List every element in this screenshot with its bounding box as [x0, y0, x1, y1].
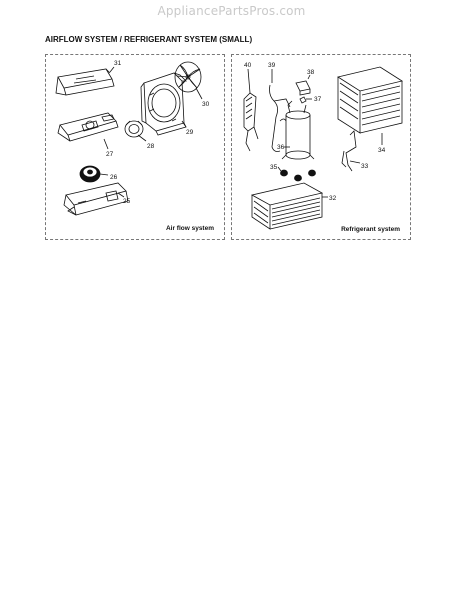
- part-34-coil: [336, 66, 404, 134]
- part-32-condenser: [250, 182, 324, 230]
- part-31-shroud: [55, 68, 115, 96]
- part-number-28: 28: [147, 143, 155, 150]
- part-40-tube-assembly: [243, 92, 259, 152]
- part-number-38: 38: [307, 69, 315, 76]
- part-number-34: 34: [378, 147, 386, 154]
- part-number-26: 26: [110, 174, 118, 181]
- part-30-fan-blade: [174, 61, 202, 93]
- part-number-30: 30: [202, 101, 210, 108]
- part-number-25: 25: [123, 198, 131, 205]
- part-number-27: 27: [106, 151, 114, 158]
- part-25-base-pan: [63, 182, 129, 216]
- airflow-diagram: 31 30 29 28 27 26 25: [55, 60, 210, 216]
- part-35-grommets: [280, 169, 316, 182]
- part-number-31: 31: [114, 60, 122, 67]
- part-number-36: 36: [277, 144, 285, 151]
- part-number-35: 35: [270, 164, 278, 171]
- part-number-29: 29: [186, 129, 194, 136]
- part-number-32: 32: [329, 195, 337, 202]
- part-29-fan-housing: [140, 72, 187, 136]
- watermark: AppliancePartsPros.com: [157, 4, 306, 18]
- part-number-40: 40: [244, 62, 252, 69]
- part-27-base-bracket: [57, 112, 119, 142]
- refrigerant-system-panel: 40 39 38 37 36 35 34 33 32 Refrigerant s…: [231, 54, 411, 240]
- refrigerant-diagram: 40 39 38 37 36 35 34 33 32: [243, 62, 404, 230]
- refrigerant-caption: Refrigerant system: [341, 226, 400, 233]
- airflow-caption: Air flow system: [165, 225, 214, 232]
- part-26-blower-wheel: [79, 165, 101, 183]
- page-title: AIRFLOW SYSTEM / REFRIGERANT SYSTEM (SMA…: [45, 35, 253, 44]
- part-number-33: 33: [361, 163, 369, 170]
- part-36-compressor: [279, 100, 315, 160]
- part-number-37: 37: [314, 96, 322, 103]
- part-39-capillary: [269, 84, 291, 152]
- part-38-relay-cover: [295, 80, 311, 96]
- part-number-39: 39: [268, 62, 276, 69]
- part-37-fitting: [299, 96, 307, 104]
- airflow-system-panel: 31 30 29 28 27 26 25 Air flow system: [45, 54, 225, 240]
- part-33-tube: [341, 130, 357, 172]
- part-28-motor: [124, 120, 144, 138]
